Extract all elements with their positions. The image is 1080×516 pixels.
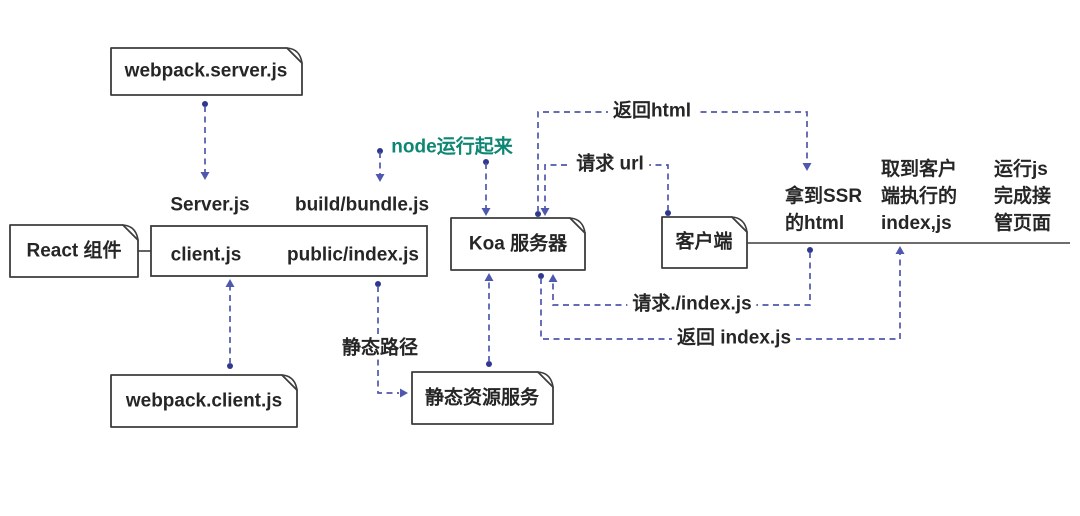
webpack-server-box-shape bbox=[110, 47, 303, 96]
client-js-label: client.js bbox=[170, 244, 242, 266]
webpack-client-box-shape bbox=[110, 374, 298, 428]
request-index-js-label: 请求./index.js bbox=[627, 294, 757, 316]
public-index-js-label: public/index.js bbox=[287, 244, 419, 266]
build-outputs-box-shape bbox=[150, 225, 428, 277]
static-service-label: 静态资源服务 bbox=[424, 387, 540, 409]
koa-server-label: Koa 服务器 bbox=[468, 233, 568, 255]
react-component-label: React 组件 bbox=[26, 240, 122, 262]
server-js-label: Server.js bbox=[170, 194, 250, 216]
build-bundle-js-label: build/bundle.js bbox=[294, 194, 430, 216]
static-path-label: 静态路径 bbox=[336, 338, 424, 360]
run-js-takeover-note: 运行js 完成接 管页面 bbox=[994, 159, 1052, 234]
node-run-label: node运行起来 bbox=[391, 136, 513, 158]
webpack-client-label: webpack.client.js bbox=[125, 390, 283, 412]
connector-static-service-to-koa bbox=[484, 273, 494, 367]
return-index-js-label: 返回 index.js bbox=[671, 328, 797, 350]
fetch-client-index-note: 取到客户 端执行的 index,js bbox=[881, 159, 958, 234]
react-component-box-shape bbox=[9, 224, 139, 278]
connector-webpack-server-to-serverjs bbox=[200, 101, 210, 180]
return-html-label: 返回html bbox=[607, 101, 697, 123]
static-service-box-shape bbox=[411, 371, 554, 425]
webpack-server-label: webpack.server.js bbox=[124, 60, 288, 82]
connector-static-path bbox=[375, 281, 408, 398]
connector-node-to-koa bbox=[481, 159, 491, 216]
got-ssr-html-note: 拿到SSR 的html bbox=[785, 186, 863, 234]
connector-webpack-client-to-clientjs bbox=[225, 279, 235, 369]
koa-server-box-shape bbox=[450, 217, 586, 271]
connector-return-index-js bbox=[538, 246, 905, 340]
client-box-shape bbox=[661, 216, 748, 269]
client-label: 客户端 bbox=[675, 231, 733, 253]
request-url-label: 请求 url bbox=[571, 154, 649, 176]
connector-node-to-bundle bbox=[375, 148, 385, 182]
